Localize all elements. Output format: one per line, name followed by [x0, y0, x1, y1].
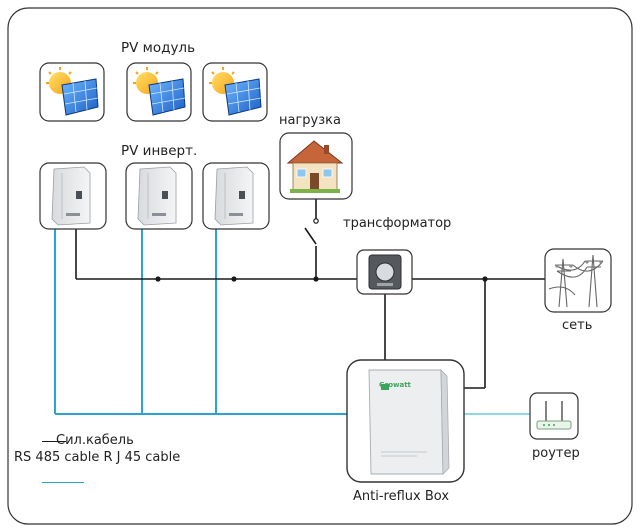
outer-frame [7, 7, 633, 525]
legend: Сил.кабель RS 485 cable R J 45 cable [14, 432, 180, 483]
router-icon [529, 392, 579, 440]
box-brand-label: Growatt [379, 381, 411, 389]
inverter-icon [39, 162, 107, 230]
solar-panel-icon [39, 62, 105, 122]
inverter-icon [125, 162, 193, 230]
solar-panel-icon [202, 62, 268, 122]
pv-module-group [39, 62, 268, 122]
router-label: роутер [532, 446, 580, 461]
house-icon [279, 132, 353, 200]
inverter-icon [202, 162, 270, 230]
solar-panel-icon [126, 62, 192, 122]
legend-comm-text: RS 485 cable R J 45 cable [14, 450, 181, 465]
junction-dots [155, 218, 488, 282]
legend-power-text: Сил.кабель [56, 433, 134, 448]
current-transformer-icon [356, 249, 413, 295]
pv-inverter-label: PV инверт. [121, 143, 198, 159]
legend-power-swatch [42, 441, 66, 442]
cabinet-icon [346, 359, 465, 483]
legend-comm-swatch [42, 482, 84, 483]
anti-reflux-box-label: Anti-reflux Box [353, 489, 450, 504]
legend-power-item: Сил.кабель [14, 432, 180, 449]
power-tower-icon [544, 248, 612, 313]
power-lines [75, 199, 545, 389]
comm-lines [54, 228, 347, 415]
load-label: нагрузка [279, 113, 341, 128]
grid-label: сеть [562, 318, 593, 333]
pv-module-label: PV модуль [121, 40, 196, 56]
pv-inverter-group [39, 162, 270, 230]
transformer-label: трансформатор [343, 216, 452, 231]
